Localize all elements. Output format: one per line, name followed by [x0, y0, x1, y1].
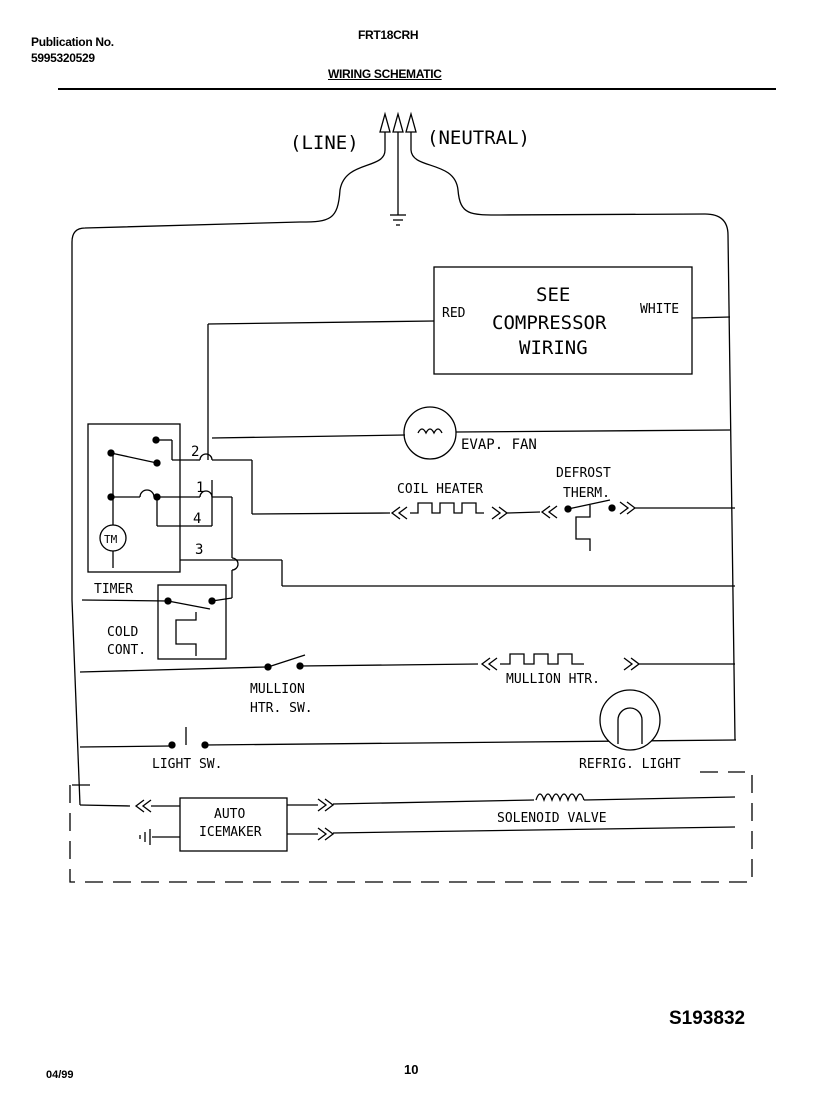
cold-control-label-1: COLD	[107, 625, 138, 640]
mullion-heater-label: MULLION HTR.	[506, 672, 600, 687]
cold-control-label-2: CONT.	[107, 643, 146, 658]
timer-terminal-wiring	[196, 453, 735, 598]
defrost-therm-label-2: THERM.	[563, 486, 610, 501]
evap-fan-motor-icon	[403, 406, 457, 460]
icemaker-module	[179, 797, 288, 852]
mullion-heater-branch	[79, 653, 735, 673]
mullion-switch-label-2: HTR. SW.	[250, 701, 313, 716]
line-wire	[71, 149, 386, 600]
model-number: FRT18CRH	[358, 28, 419, 42]
footer-date: 04/99	[46, 1069, 74, 1081]
defrost-timer	[87, 423, 230, 573]
mullion-heater-icon	[500, 653, 584, 665]
header-rule	[58, 88, 776, 90]
refrig-light-bulb-icon	[599, 689, 661, 751]
icemaker-option-box	[69, 771, 753, 883]
neutral-wire	[410, 149, 736, 741]
timer-terminal-1: 1	[196, 480, 204, 496]
publication-label: Publication No.	[31, 35, 114, 49]
timer-terminal-3: 3	[195, 542, 203, 558]
solenoid-valve-label: SOLENOID VALVE	[497, 811, 607, 826]
defrost-therm-element-icon	[575, 505, 591, 551]
compressor-block	[207, 266, 731, 375]
timer-terminal-4: 4	[193, 511, 201, 527]
coil-heater-icon	[410, 502, 484, 514]
section-title: WIRING SCHEMATIC	[328, 67, 442, 81]
timer-motor-label: TM	[104, 533, 118, 546]
neutral-label: (NEUTRAL)	[427, 127, 530, 149]
coil-heater-branch	[390, 499, 735, 551]
timer-terminal-2: 2	[191, 444, 199, 460]
solenoid-valve-coil-icon	[535, 793, 585, 803]
line-label: (LINE)	[290, 132, 359, 154]
evap-fan-label: EVAP. FAN	[461, 437, 537, 453]
defrost-therm-label-1: DEFROST	[556, 466, 611, 481]
evap-fan-branch	[207, 324, 731, 460]
ground-icon	[390, 214, 406, 226]
left-rail	[71, 599, 81, 806]
diagram-code: S193832	[669, 1008, 746, 1029]
page-number: 10	[404, 1062, 419, 1077]
compressor-line3: WIRING	[519, 337, 588, 359]
refrig-light-label: REFRIG. LIGHT	[579, 757, 681, 772]
mullion-switch-label-1: MULLION	[250, 682, 305, 697]
supply-terminals	[379, 111, 417, 226]
coil-heater-label: COIL HEATER	[397, 482, 483, 497]
publication-number: 5995320529	[31, 51, 95, 65]
icemaker-label-2: ICEMAKER	[199, 825, 262, 840]
compressor-line1: SEE	[536, 284, 570, 306]
red-wire-label: RED	[442, 306, 466, 321]
light-branch	[79, 689, 737, 751]
compressor-line2: COMPRESSOR	[492, 312, 607, 334]
cold-control	[81, 584, 233, 660]
cold-control-bellows-icon	[175, 612, 197, 656]
light-switch-label: LIGHT SW.	[152, 757, 222, 772]
timer-label: TIMER	[94, 582, 133, 597]
icemaker-ground-icon	[139, 829, 151, 845]
white-wire-label: WHITE	[640, 302, 679, 317]
icemaker-label-1: AUTO	[214, 807, 245, 822]
